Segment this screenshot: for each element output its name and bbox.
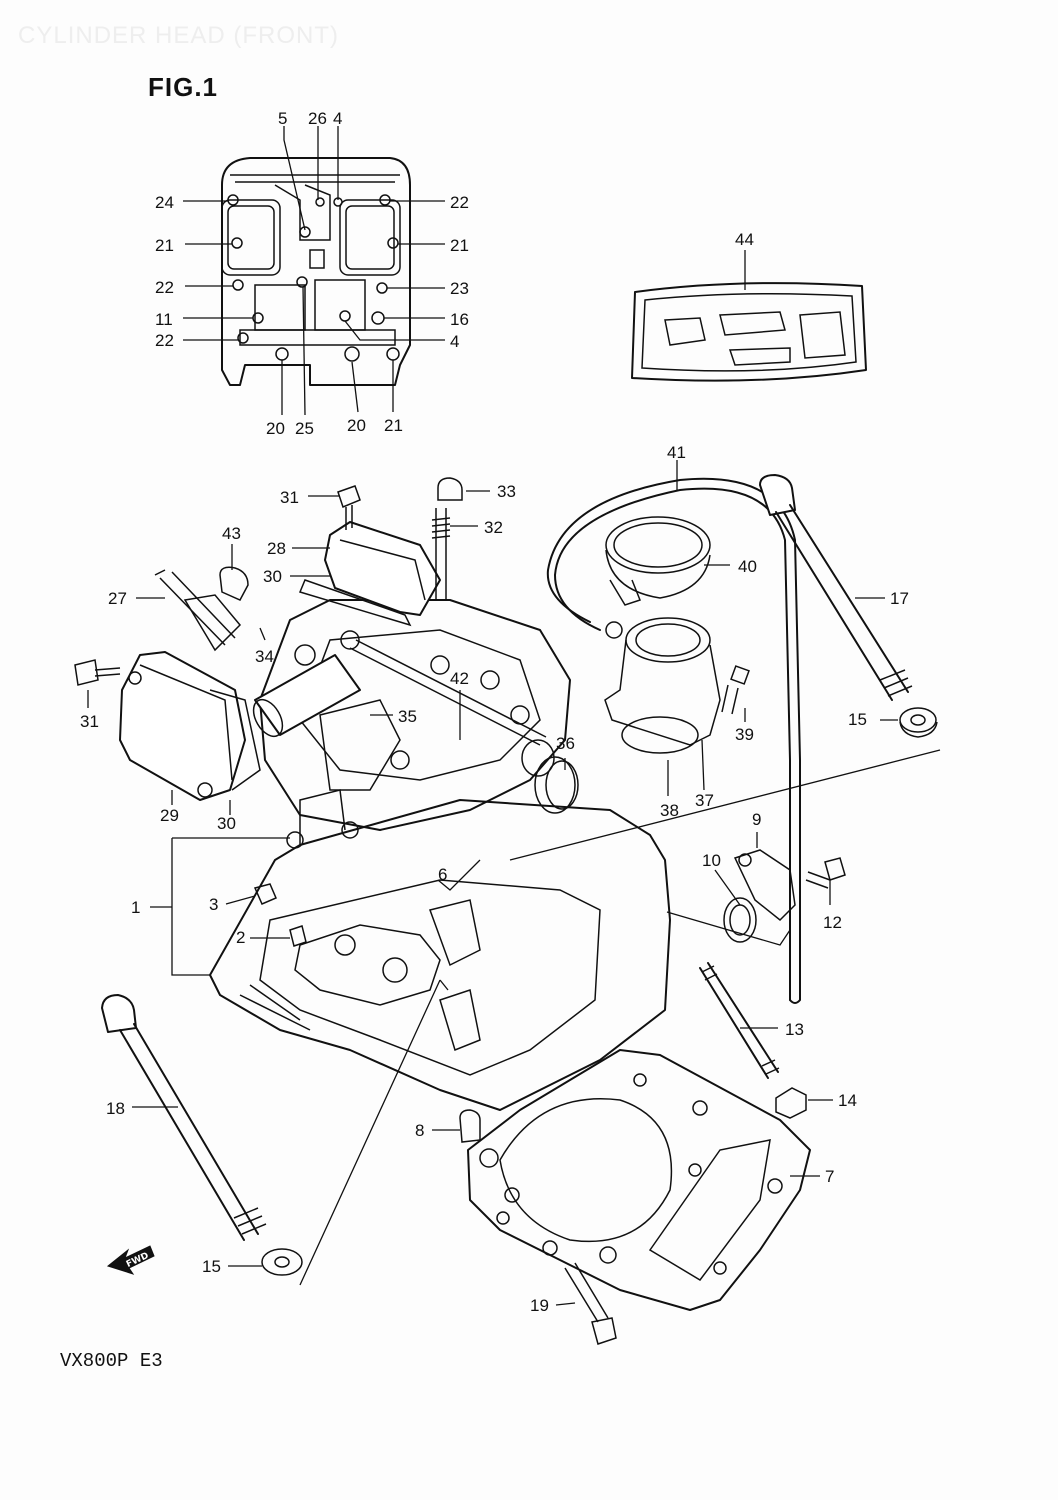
callout-13: 13	[785, 1020, 804, 1039]
callout-42: 42	[450, 669, 469, 688]
callout-34: 34	[255, 647, 274, 666]
callout-35: 35	[398, 707, 417, 726]
callout-1: 1	[131, 898, 140, 917]
callout-30: 30	[217, 814, 236, 833]
head-cover-gasket	[631, 282, 867, 382]
callout-43: 43	[222, 524, 241, 543]
intake-pipe-assembly	[604, 516, 750, 754]
callout-22: 22	[450, 193, 469, 212]
callout-27: 27	[108, 589, 127, 608]
callout-36: 36	[556, 734, 575, 753]
callout-33: 33	[497, 482, 516, 501]
callout-18: 18	[106, 1099, 125, 1118]
stud-13	[699, 962, 807, 1119]
callout-22: 22	[155, 331, 174, 350]
callout-29: 29	[160, 806, 179, 825]
leader-lines	[87, 126, 941, 1306]
callout-44: 44	[735, 230, 754, 249]
callout-5: 5	[278, 109, 287, 128]
breather-hose	[546, 477, 801, 1004]
callout-20: 20	[347, 416, 366, 435]
model-code: VX800P E3	[60, 1350, 163, 1372]
callout-19: 19	[530, 1296, 549, 1315]
cylinder-gasket	[459, 1049, 811, 1345]
callout-12: 12	[823, 913, 842, 932]
callout-40: 40	[738, 557, 757, 576]
callout-14: 14	[838, 1091, 857, 1110]
callout-17: 17	[890, 589, 909, 608]
callout-21: 21	[155, 236, 174, 255]
head-covers	[119, 521, 441, 801]
cylinder-head-top-view	[221, 157, 411, 386]
callout-28: 28	[267, 539, 286, 558]
callout-32: 32	[484, 518, 503, 537]
callout-10: 10	[702, 851, 721, 870]
callout-37: 37	[695, 791, 714, 810]
callout-21: 21	[384, 416, 403, 435]
callout-24: 24	[155, 193, 174, 212]
callout-31: 31	[280, 488, 299, 507]
callout-15: 15	[202, 1257, 221, 1276]
callout-20: 20	[266, 419, 285, 438]
callout-23: 23	[450, 279, 469, 298]
callout-3: 3	[209, 895, 218, 914]
callout-numbers: 5 26 4 24 22 21 21 22 23 11 16 22 4 20 2…	[80, 109, 909, 1315]
callout-4: 4	[333, 109, 342, 128]
small-hardware	[74, 477, 579, 947]
figure-title: FIG.1	[148, 72, 219, 102]
callout-11: 11	[155, 310, 173, 329]
stud-bolt-18	[101, 994, 303, 1276]
callout-15: 15	[848, 710, 867, 729]
callout-4: 4	[450, 332, 459, 351]
callout-9: 9	[752, 810, 761, 829]
stud-bolt-17	[759, 474, 938, 738]
callout-6: 6	[438, 865, 447, 884]
callout-39: 39	[735, 725, 754, 744]
cylinder-head-assembly	[209, 599, 671, 1111]
callout-22: 22	[155, 278, 174, 297]
callout-26: 26	[308, 109, 327, 128]
callout-2: 2	[236, 928, 245, 947]
callout-8: 8	[415, 1121, 424, 1140]
callout-16: 16	[450, 310, 469, 329]
callout-7: 7	[825, 1167, 834, 1186]
callout-30: 30	[263, 567, 282, 586]
page-header-text: CYLINDER HEAD (FRONT)	[18, 22, 340, 49]
callout-31: 31	[80, 712, 99, 731]
callout-41: 41	[667, 443, 686, 462]
callout-21: 21	[450, 236, 469, 255]
fwd-arrow-icon: FWD	[106, 1245, 155, 1275]
callout-25: 25	[295, 419, 314, 438]
callout-38: 38	[660, 801, 679, 820]
